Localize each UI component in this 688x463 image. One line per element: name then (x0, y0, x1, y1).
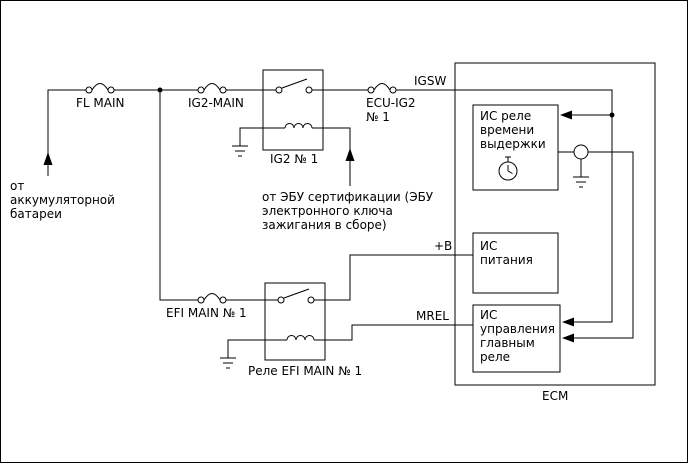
wire-battery-feed (47, 89, 86, 176)
label-efi-main-fuse: EFI MAIN № 1 (166, 306, 247, 320)
fuse-terminal (389, 86, 397, 94)
main-relay-ic-label-line1: ИС (480, 308, 497, 322)
note-battery-line1: от (10, 179, 24, 193)
fuse-terminal (367, 86, 375, 94)
wire-igsw (396, 89, 613, 323)
fuse-terminal (107, 86, 115, 94)
fuse-terminal (197, 86, 205, 94)
power-ic-label-line2: питания (480, 253, 533, 267)
label-plus-b: +B (434, 239, 452, 253)
label-igsw: IGSW (414, 74, 446, 88)
note-battery-line3: батареи (10, 207, 62, 221)
ic-box (472, 232, 559, 294)
label-ecu-ig2-line1: ECU-IG2 (366, 96, 416, 110)
junction-dot (609, 112, 615, 118)
fuse-terminal (85, 86, 93, 94)
timer-ic-label-line2: времени (480, 123, 534, 137)
contact-terminal (305, 86, 313, 94)
wire-plus-b (314, 254, 473, 301)
label-ecm: ECM (542, 389, 568, 403)
note-cert-ecu-line3: зажигания в сборе) (262, 218, 387, 232)
timer-input-arrow-icon (560, 110, 572, 120)
timer-output-node-icon (573, 144, 589, 160)
ecm-box (454, 62, 656, 386)
note-cert-ecu-line2: электронного ключа (262, 204, 393, 218)
power-ic-box (472, 232, 559, 294)
main-relay-ic-label-line2: управления (480, 322, 555, 336)
timer-ic-label-line3: выдержки (480, 137, 546, 151)
ground-icon (573, 176, 589, 188)
contact-terminal (277, 296, 285, 304)
fuse-terminal (197, 296, 205, 304)
label-ig2-main: IG2-MAIN (188, 96, 244, 110)
wires (47, 89, 634, 358)
ig2-relay-symbol (262, 69, 324, 151)
label-efi-main-relay: Реле EFI MAIN № 1 (248, 364, 362, 378)
from-battery-arrow-icon (43, 152, 53, 165)
from-cert-ecu-arrow-icon (345, 148, 355, 161)
fuse-element (203, 293, 221, 301)
switch-contact-icon (283, 288, 310, 299)
contact-terminal (307, 296, 315, 304)
main-relay-ic-input-arrow-icon (562, 333, 574, 343)
power-ic-label-line1: ИС (480, 239, 497, 253)
main-relay-ic-label-line3: главным (480, 336, 535, 350)
wire-ig2-coil-ground (239, 127, 285, 146)
wire-ig2-coil-cert (312, 127, 351, 186)
label-ig2-relay: IG2 № 1 (270, 152, 318, 166)
ground-icon (220, 357, 236, 369)
fuse-terminal (219, 296, 227, 304)
fuse-symbol-ecu-ig2 (367, 83, 397, 94)
fuse-element (203, 83, 221, 91)
label-ecu-ig2-line2: № 1 (366, 110, 390, 124)
coil-icon (286, 335, 315, 341)
timer-ic-box (472, 104, 559, 191)
ic-box (472, 304, 561, 373)
fuse-symbol-efi-main (197, 293, 227, 304)
wire-efi-coil-ground (227, 339, 287, 358)
note-battery-line2: аккумуляторной (10, 193, 115, 207)
efi-main-relay-symbol (264, 282, 326, 361)
main-relay-ic-label-line4: реле (480, 350, 510, 364)
note-cert-ecu-line1: от ЭБУ сертификации (ЭБУ (262, 190, 434, 204)
ig2-relay-ground (232, 145, 248, 157)
fuse-terminal (219, 86, 227, 94)
fuse-symbol-ig2-main (197, 83, 227, 94)
stopwatch-detail (505, 156, 513, 174)
wire-mrel (314, 324, 473, 341)
junction-dot (157, 87, 163, 93)
coil-icon (284, 123, 313, 129)
relay-box (262, 69, 324, 151)
label-fl-main: FL MAIN (76, 96, 124, 110)
ecm-internal-ground (573, 176, 589, 188)
contact-terminal (275, 86, 283, 94)
ground-icon (232, 145, 248, 157)
main-relay-ic-box (472, 304, 561, 373)
relay-box (264, 282, 326, 361)
ic-box (472, 104, 559, 191)
fuse-element (373, 83, 391, 91)
switch-contact-icon (281, 78, 308, 89)
efi-main-relay-ground (220, 357, 236, 369)
fuse-element (91, 83, 109, 91)
wire-efi-branch (159, 90, 278, 301)
main-relay-ic-input-arrow-icon (562, 317, 574, 327)
stopwatch-icon (498, 156, 518, 181)
wire-timer-output (558, 151, 634, 339)
fuse-symbol-fl-main (85, 83, 115, 94)
timer-ic-label-line1: ИС реле (480, 109, 531, 123)
label-mrel: MREL (416, 309, 449, 323)
